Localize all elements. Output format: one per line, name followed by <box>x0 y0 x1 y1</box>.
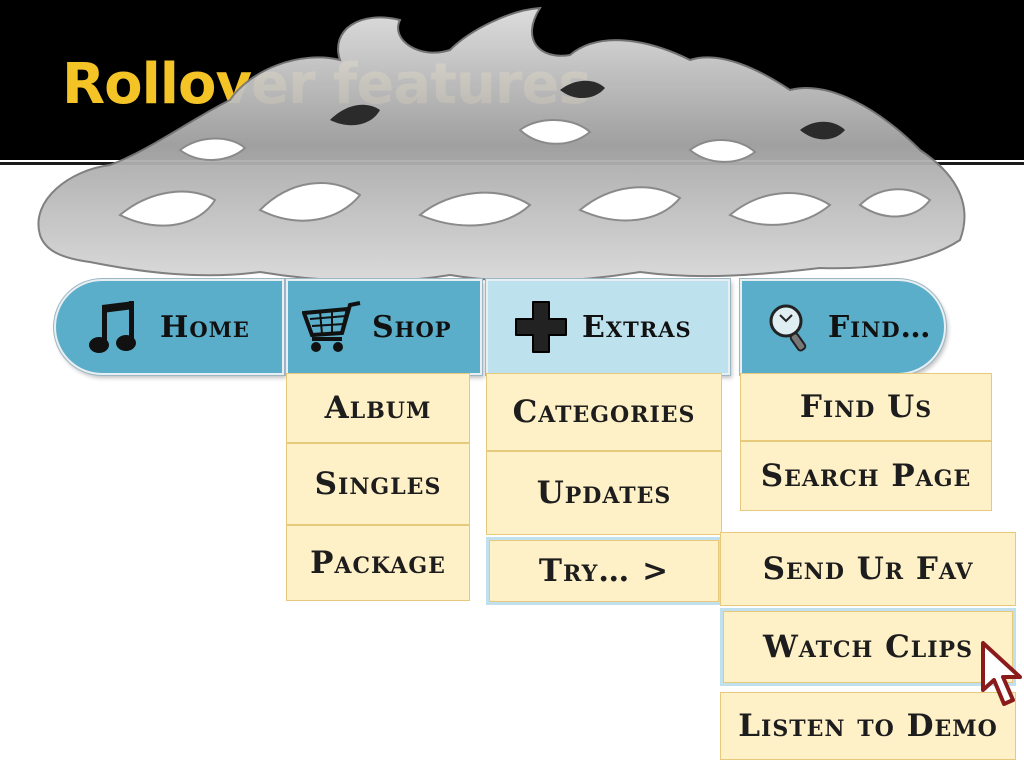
menu-item-package[interactable]: Package <box>286 525 470 601</box>
mouse-cursor-icon <box>981 641 1022 706</box>
flames-graphic <box>37 6 966 283</box>
plus-icon <box>506 300 576 354</box>
nav-bar: Home Shop Extras <box>54 279 946 379</box>
menu-item-try[interactable]: Try… > <box>486 537 722 605</box>
nav-shop-button[interactable]: Shop <box>286 279 482 375</box>
menu-item-watch-clips[interactable]: Watch Clips <box>720 608 1016 686</box>
nav-home-label: Home <box>160 309 250 345</box>
magnifier-icon <box>758 301 818 353</box>
menu-item-find-us[interactable]: Find Us <box>740 373 992 441</box>
try-submenu: Send Ur Fav Watch Clips Listen to Demo <box>720 532 1016 760</box>
menu-item-listen-to-demo[interactable]: Listen to Demo <box>720 692 1016 760</box>
extras-dropdown: Categories Updates Try… > <box>486 373 722 605</box>
nav-find-label: Find… <box>828 309 932 345</box>
menu-item-search-page[interactable]: Search Page <box>740 441 992 511</box>
shop-dropdown: Album Singles Package <box>286 373 470 601</box>
nav-extras-button[interactable]: Extras <box>486 279 730 375</box>
menu-item-singles[interactable]: Singles <box>286 443 470 525</box>
menu-item-album[interactable]: Album <box>286 373 470 443</box>
nav-shop-label: Shop <box>372 309 452 345</box>
nav-find-button[interactable]: Find… <box>740 279 946 375</box>
nav-extras-label: Extras <box>582 309 692 345</box>
music-note-icon <box>74 299 154 355</box>
menu-item-send-ur-fav[interactable]: Send Ur Fav <box>720 532 1016 606</box>
menu-item-categories[interactable]: Categories <box>486 373 722 451</box>
shopping-cart-icon <box>298 299 368 355</box>
menu-item-updates[interactable]: Updates <box>486 451 722 535</box>
nav-home-button[interactable]: Home <box>54 279 284 375</box>
find-dropdown: Find Us Search Page <box>740 373 992 511</box>
